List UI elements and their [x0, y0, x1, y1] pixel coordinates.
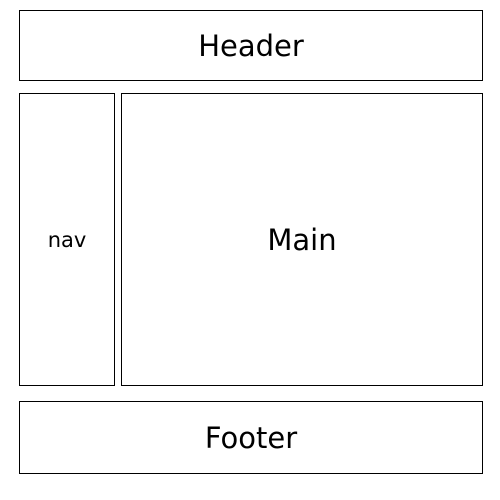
- header-label: Header: [198, 28, 304, 63]
- footer-label: Footer: [204, 420, 298, 455]
- main-label: Main: [267, 222, 337, 257]
- header-region: Header: [19, 10, 483, 81]
- nav-region: nav: [19, 93, 115, 386]
- main-region: Main: [121, 93, 483, 386]
- nav-label: nav: [47, 227, 87, 252]
- footer-region: Footer: [19, 401, 483, 474]
